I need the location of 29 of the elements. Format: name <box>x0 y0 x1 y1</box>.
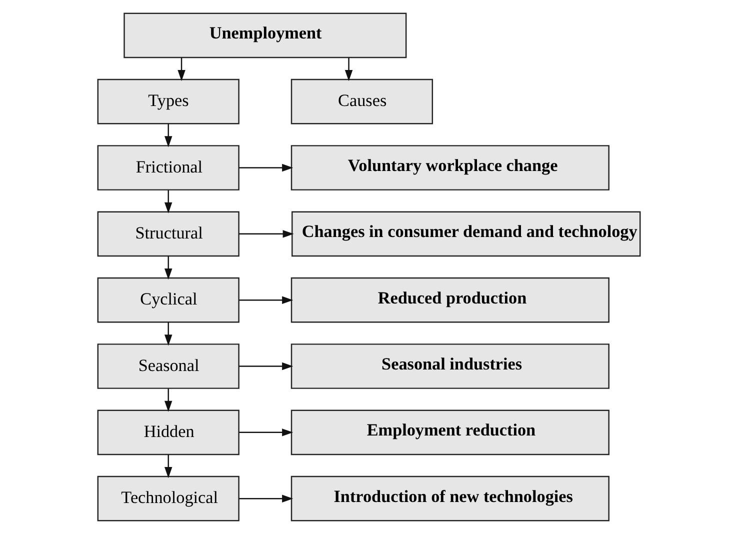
node-box: Frictional <box>96 145 239 190</box>
arrow <box>164 454 172 478</box>
node-box: Causes <box>290 78 433 124</box>
node-box: Hidden <box>96 410 239 456</box>
node-box: Unemployment <box>123 12 406 58</box>
arrow <box>238 230 294 238</box>
node-box: Cyclical <box>96 277 239 323</box>
arrow <box>238 296 293 304</box>
node-box: Introduction of new technologies <box>290 476 609 522</box>
arrow <box>177 58 185 82</box>
arrow <box>164 322 172 346</box>
arrow <box>238 494 293 502</box>
node-box: Reduced production <box>290 277 609 323</box>
node-box: Seasonal <box>96 344 239 389</box>
arrow <box>238 428 293 436</box>
node-box: Technological <box>96 476 239 522</box>
node-box: Voluntary workplace change <box>290 145 609 190</box>
node-box: Changes in consumer demand and technology <box>291 211 640 257</box>
arrow <box>164 388 172 412</box>
arrow <box>238 164 293 172</box>
arrow <box>164 124 172 148</box>
arrow <box>164 190 172 214</box>
node-box: Employment reduction <box>290 410 609 456</box>
arrow <box>164 256 172 280</box>
arrow <box>238 362 293 370</box>
arrow <box>344 58 352 82</box>
node-box: Seasonal industries <box>290 344 609 389</box>
node-box: Types <box>96 78 239 124</box>
node-box: Structural <box>96 211 239 257</box>
